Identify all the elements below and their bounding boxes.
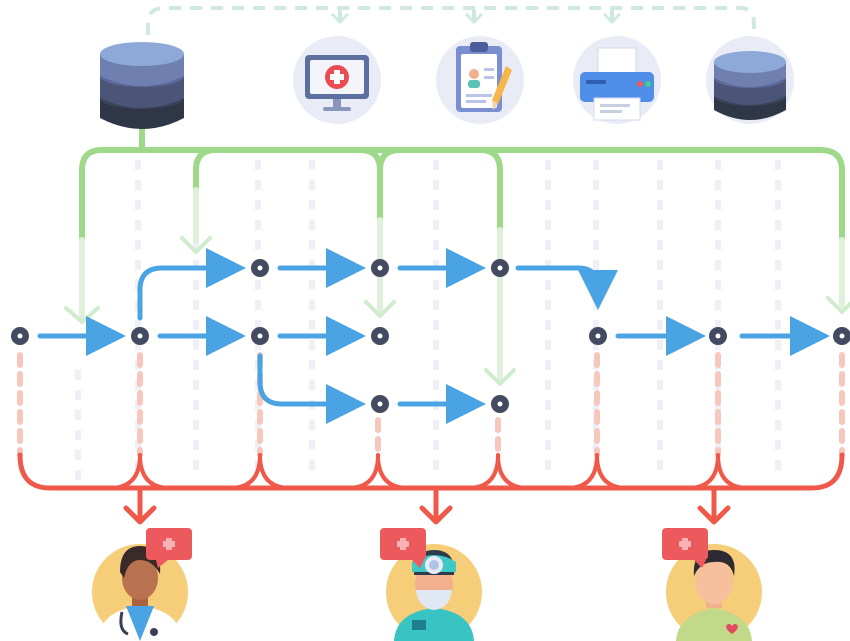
workflow-node	[589, 327, 607, 345]
flow-arrow	[137, 248, 246, 321]
chat-bubble-icon	[662, 528, 708, 568]
output-collection	[17, 352, 845, 523]
clipboard-icon	[436, 36, 524, 124]
workflow-node	[371, 395, 389, 413]
workflow-node	[371, 327, 389, 345]
workflow-nodes	[11, 259, 850, 413]
chat-bubble-icon	[146, 528, 192, 568]
workflow-node	[11, 327, 29, 345]
output-arrowheads	[123, 505, 731, 525]
workflow-node	[833, 327, 850, 345]
printer-icon	[573, 36, 661, 124]
chat-bubble-icon	[380, 528, 426, 568]
top-loop-arrowheads	[330, 12, 622, 25]
workflow-node	[709, 327, 727, 345]
doctor-avatar-icon	[92, 544, 188, 641]
flow-arrow	[515, 265, 618, 310]
background-guides	[75, 160, 781, 480]
medical-monitor-icon	[293, 36, 381, 124]
workflow-node	[491, 259, 509, 277]
database-icon	[100, 42, 184, 129]
input-arrowheads	[64, 236, 850, 386]
workflow-node	[371, 259, 389, 277]
database-icon	[706, 36, 794, 124]
workflow-node	[251, 259, 269, 277]
flow-arrow	[257, 353, 366, 424]
flow-arrows	[37, 248, 830, 424]
surgeon-avatar-icon	[386, 544, 482, 641]
patient-avatar-icon	[666, 544, 762, 641]
workflow-node	[131, 327, 149, 345]
top-feedback-loop	[146, 6, 756, 35]
workflow-node	[251, 327, 269, 345]
workflow-node	[491, 395, 509, 413]
